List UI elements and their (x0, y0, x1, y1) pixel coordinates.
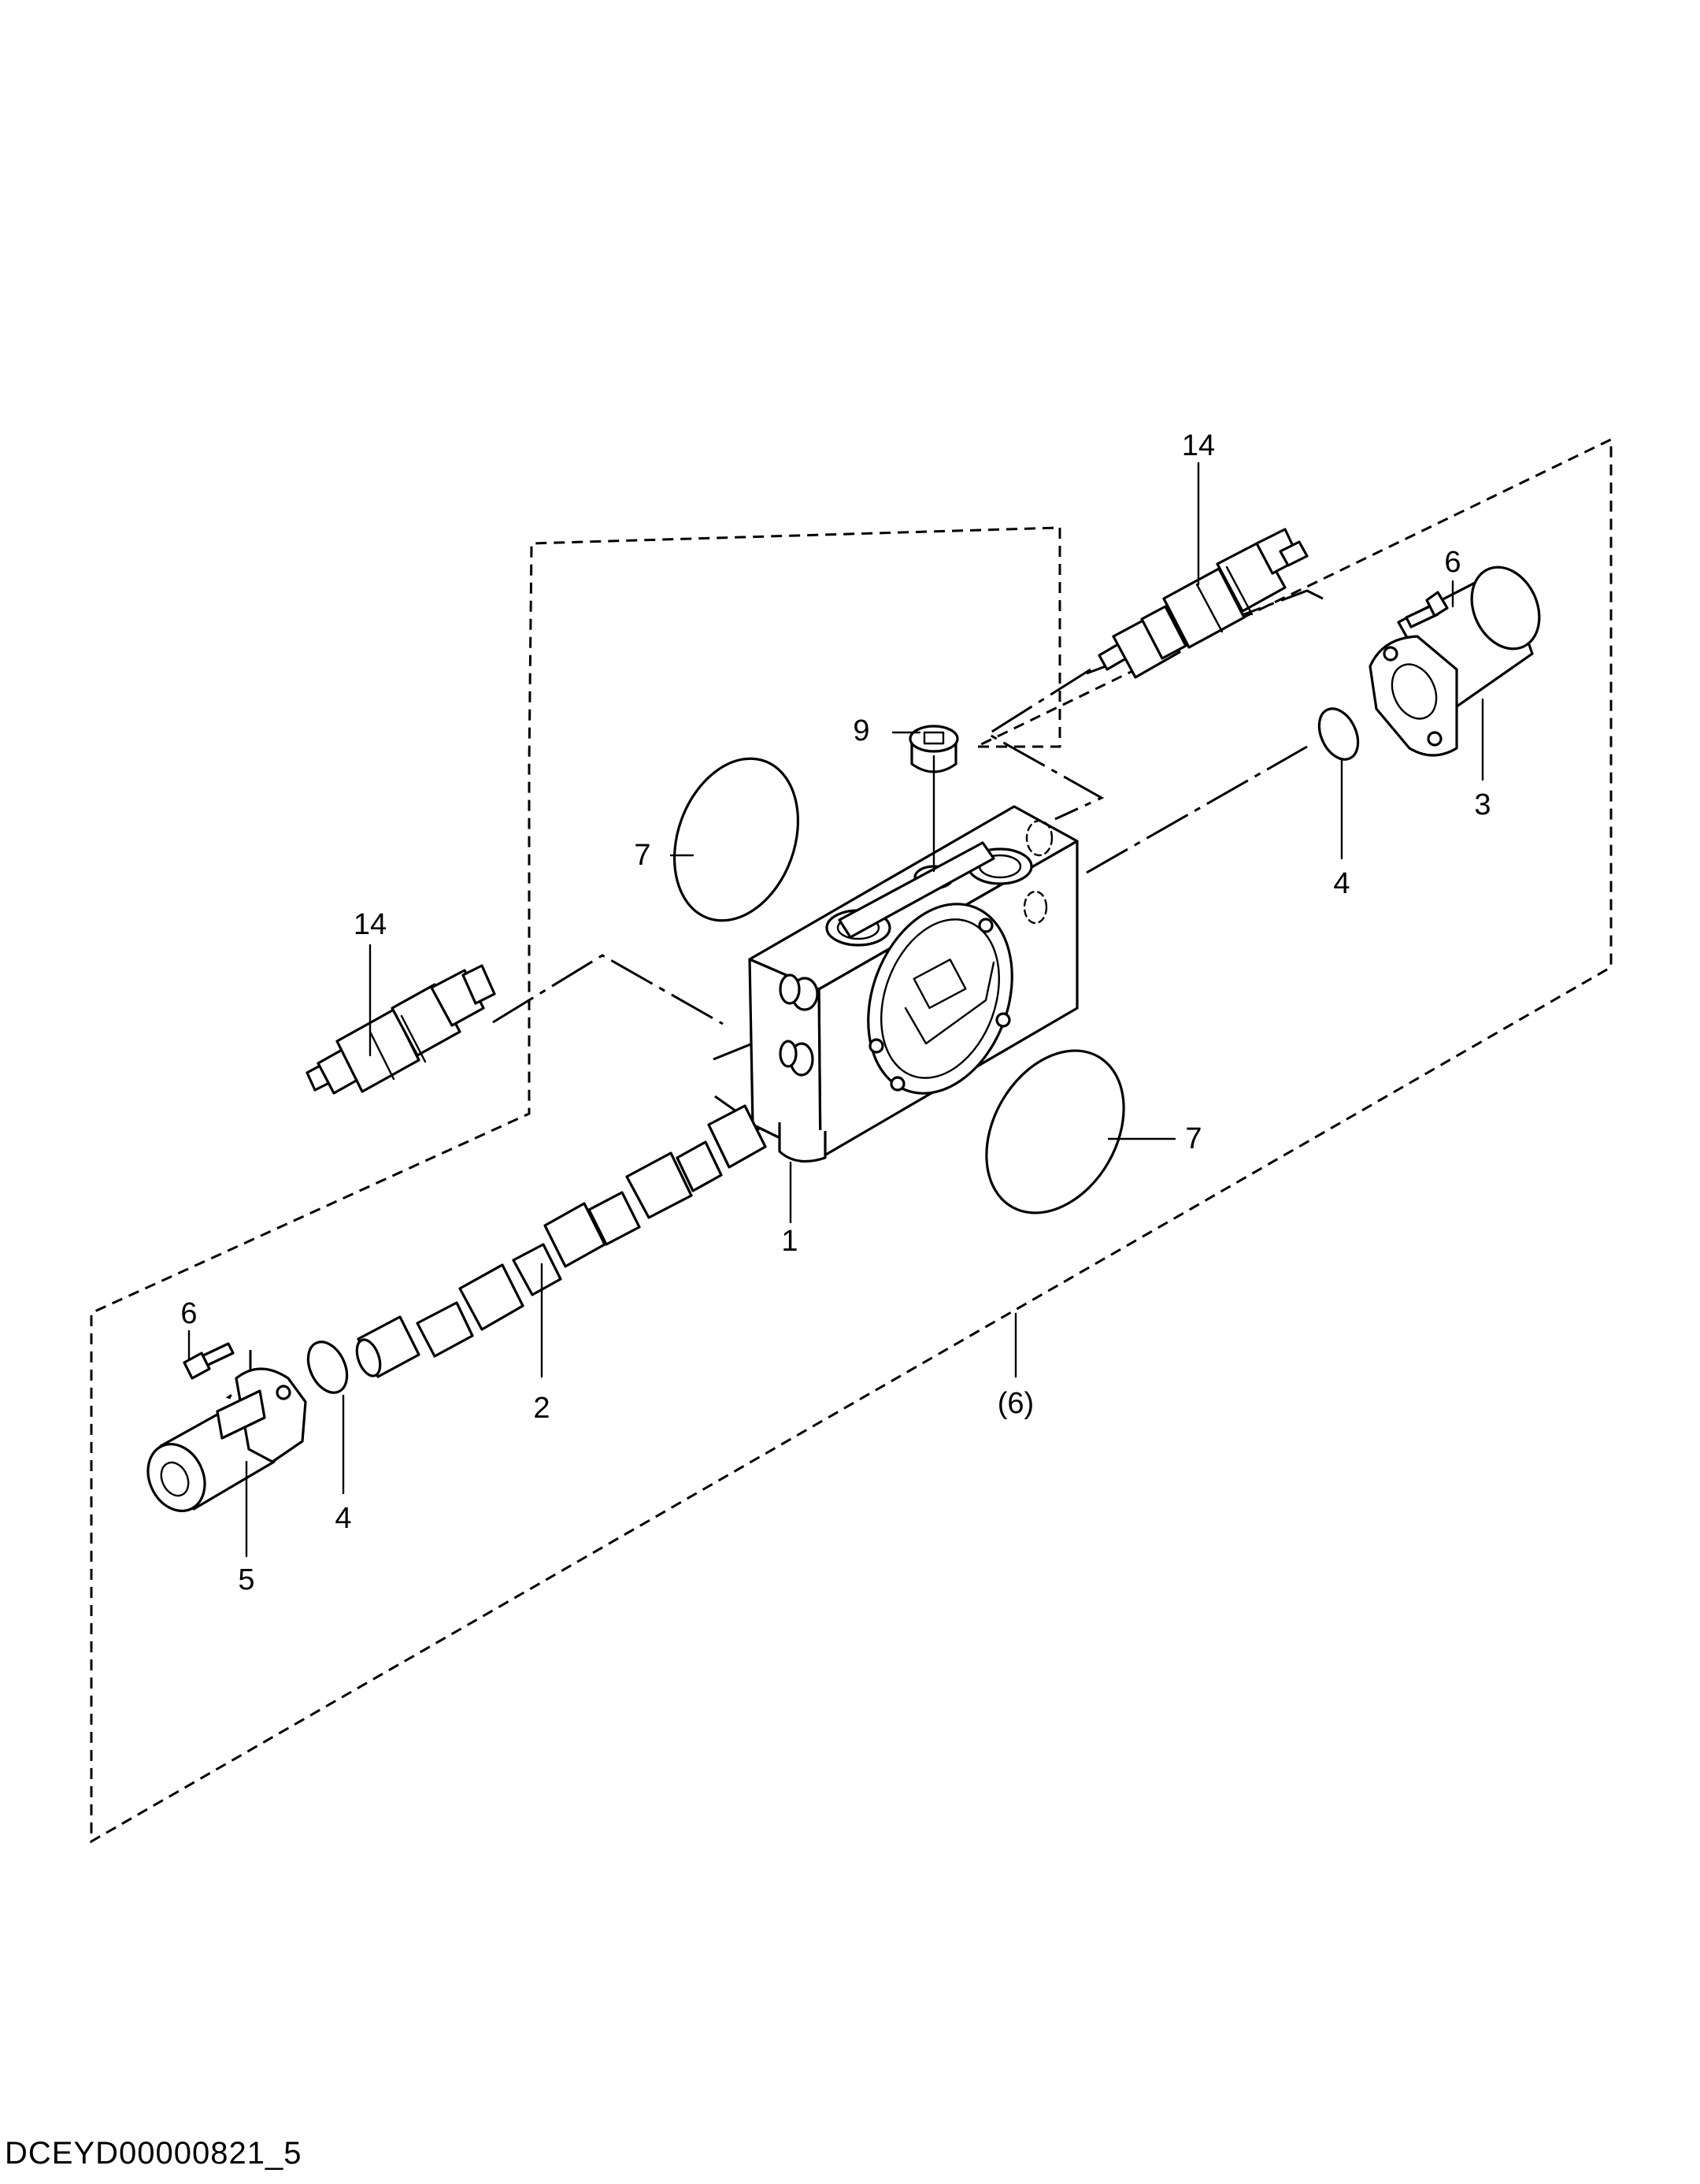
callout-oring-large-lower: 7 (1185, 1122, 1202, 1155)
callout-cap-right: 3 (1474, 788, 1491, 821)
screw-left (183, 1342, 235, 1380)
relief-valve-upper (1098, 528, 1309, 679)
callout-body: 1 (781, 1225, 798, 1258)
screw-right (1405, 591, 1449, 629)
callout-assembly: (6) (998, 1387, 1034, 1420)
callout-screw-right: 6 (1444, 546, 1461, 579)
callout-relief-valve-upper: 14 (1182, 429, 1215, 462)
callout-oring-large-upper: 7 (634, 839, 650, 872)
assembly-boundary (90, 437, 1613, 1844)
callout-relief-valve-left: 14 (354, 908, 387, 941)
spool (355, 1104, 767, 1378)
oring-large-upper (672, 757, 800, 922)
callout-spool: 2 (533, 1392, 550, 1425)
leader-lines (187, 462, 1484, 1558)
callout-cap-left: 5 (238, 1563, 254, 1596)
cap-left (146, 1367, 307, 1512)
callout-oring-left: 4 (335, 1502, 351, 1535)
oring-right (1317, 707, 1360, 761)
oring-left (306, 1340, 349, 1394)
oring-large-lower (985, 1049, 1125, 1214)
callout-oring-right: 4 (1333, 867, 1350, 900)
drawing-id: DCEYD00000821_5 (5, 2136, 302, 2171)
relief-valve-left (306, 964, 496, 1095)
callout-plug: 9 (853, 714, 869, 747)
callout-screw-left: 6 (180, 1297, 197, 1330)
cap-right (1369, 565, 1541, 757)
valve-body (748, 805, 1079, 1163)
